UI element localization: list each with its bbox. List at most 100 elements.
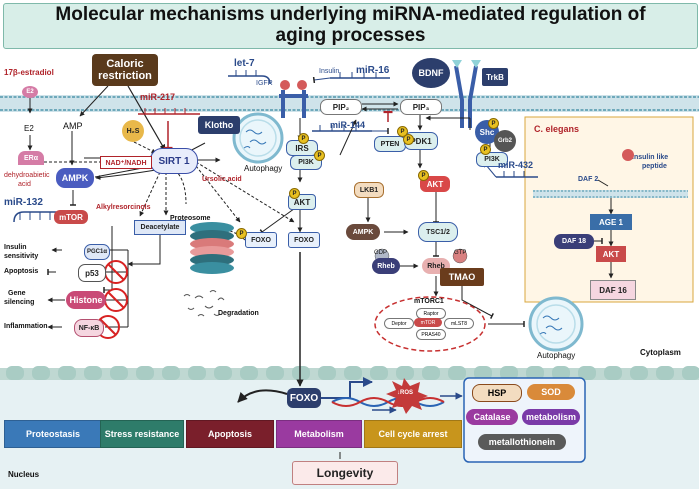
longevity-box: Longevity <box>292 461 398 485</box>
insulin-label: Insulin <box>319 68 340 75</box>
e2-circle: E2 <box>22 86 38 98</box>
sirt1-node: SIRT 1 <box>150 148 198 174</box>
phosphate-marker: P <box>480 144 491 155</box>
estradiol-label: 17β-estradiol <box>4 68 54 77</box>
title-line-1: Molecular mechanisms underlying miRNA-me… <box>55 4 646 25</box>
nuclear-envelope-segment <box>318 366 336 380</box>
deacetylate-box: Deacetylate <box>134 220 186 235</box>
dna-helix <box>331 397 445 407</box>
gene-silencing-label-1: Gene <box>8 290 26 297</box>
nucleus-label: Nucleus <box>8 470 40 479</box>
nuclear-envelope-segment <box>84 366 102 380</box>
foxo-node-a: FOXO <box>245 232 277 248</box>
proteosome-label: Proteosome <box>170 215 211 222</box>
nuclear-envelope-segment <box>240 366 258 380</box>
nuclear-envelope-segment <box>656 366 674 380</box>
mtor-node: mTOR <box>54 210 88 224</box>
nuclear-envelope-segment <box>630 366 648 380</box>
nuclear-envelope-segment <box>422 366 440 380</box>
metallothionein-pill: metallothionein <box>478 434 566 450</box>
inflammation-label: Inflammation <box>4 323 48 330</box>
histone-node: Histone <box>66 291 106 309</box>
hsp-pill: HSP <box>472 384 522 402</box>
phosphate-marker: P <box>289 188 300 199</box>
nuclear-envelope-segment <box>526 366 544 380</box>
phosphate-marker: P <box>314 150 325 161</box>
nuclear-envelope-segment <box>32 366 50 380</box>
title-line-2: aging processes <box>275 25 426 46</box>
let7-label: let-7 <box>234 58 255 69</box>
mir144-label: miR-144 <box>330 120 366 130</box>
phosphate-marker: P <box>397 126 408 137</box>
mir217-label: miR-217 <box>140 92 176 102</box>
phosphate-marker: P <box>236 228 247 239</box>
acid-label: acid <box>18 181 31 188</box>
daf16-box: DAF 16 <box>590 280 636 300</box>
autophagy-vesicle-2 <box>528 296 584 352</box>
nuclear-envelope-segment <box>136 366 154 380</box>
outcome-cell-cycle-arrest: Cell cycle arrest <box>364 420 462 448</box>
nuclear-envelope-segment <box>188 366 206 380</box>
outcome-apoptosis: Apoptosis <box>186 420 274 448</box>
proteasome-icon <box>190 222 234 274</box>
trkb-box: TrkB <box>482 68 508 86</box>
nuclear-envelope-segment <box>110 366 128 380</box>
nfkb-node: NF-κB <box>74 319 104 337</box>
metabolism-pill: metabolism <box>522 409 580 425</box>
tsc-node: TSC1/2 <box>418 222 458 242</box>
degradation-label: Degradation <box>218 310 259 317</box>
celegans-label: C. elegans <box>534 124 580 134</box>
insulin-like-label-2: peptide <box>642 163 667 170</box>
foxo-nucleus-node: FOXO <box>287 388 321 408</box>
lkb1-node: LKB1 <box>354 182 384 198</box>
alkylresorcinols-label: Alkylresorcinols <box>96 204 151 211</box>
celegans-panel <box>524 116 694 303</box>
mlst8-node: mLST8 <box>444 318 474 329</box>
caloric-restriction-box: Caloric restriction <box>92 54 158 86</box>
nuclear-envelope-segment <box>500 366 518 380</box>
nuclear-envelope-segment <box>292 366 310 380</box>
cytoplasm-label: Cytoplasm <box>640 348 681 357</box>
nuclear-envelope-segment <box>370 366 388 380</box>
rheb-node-a: Rheb <box>372 258 400 274</box>
pi3k-node-b: PI3K <box>476 152 508 167</box>
dehydroabietic-label: dehydroabietic <box>4 172 50 179</box>
nad-box: NAD⁺/NADH <box>100 156 152 169</box>
nuclear-envelope-segment <box>6 366 24 380</box>
igfr-receptor <box>279 80 308 118</box>
age1-box: AGE 1 <box>590 214 632 230</box>
akt-node-c: AKT <box>596 246 626 262</box>
autophagy-vesicle-1 <box>232 112 284 164</box>
catalase-pill: Catalase <box>466 409 518 425</box>
nuclear-envelope-segment <box>552 366 570 380</box>
apoptosis-small-label: Apoptosis <box>4 268 39 275</box>
foxo-node-b: FOXO <box>288 232 320 248</box>
er-alpha-receptor: ERα <box>18 151 44 165</box>
nuclear-envelope-segment <box>214 366 232 380</box>
ursolic-acid-label: Ursolic acid <box>202 176 242 183</box>
bdnf-node: BDNF <box>412 58 450 88</box>
nuclear-envelope-segment <box>266 366 284 380</box>
gdp-label: GDP <box>374 250 388 256</box>
autophagy-label-2: Autophagy <box>537 351 576 360</box>
nuclear-envelope-segment <box>58 366 76 380</box>
igfr-label: IGFR <box>256 80 273 87</box>
nuclear-envelope-segment <box>578 366 596 380</box>
grb2-node: Grb2 <box>494 130 516 152</box>
phosphate-marker: P <box>488 118 499 129</box>
ampk-node-b: AMPK <box>346 224 380 240</box>
akt-node-b: AKT <box>420 176 450 192</box>
mir432-label: miR-432 <box>498 160 534 170</box>
ros-starburst <box>386 378 428 414</box>
ros-label: ↓ROS <box>397 390 414 396</box>
nuclear-envelope-segment <box>344 366 362 380</box>
h2s-circle: H₂S <box>122 120 144 142</box>
insulin-sensitivity-label-1: Insulin <box>4 244 27 251</box>
insulin-peptide-dot <box>622 149 634 161</box>
nuclear-envelope-segment <box>396 366 414 380</box>
mir132-label: miR-132 <box>4 197 43 208</box>
sod-pill: SOD <box>527 384 575 400</box>
pten-node: PTEN <box>374 136 406 152</box>
pi3k-node-a: PI3K <box>290 155 322 170</box>
